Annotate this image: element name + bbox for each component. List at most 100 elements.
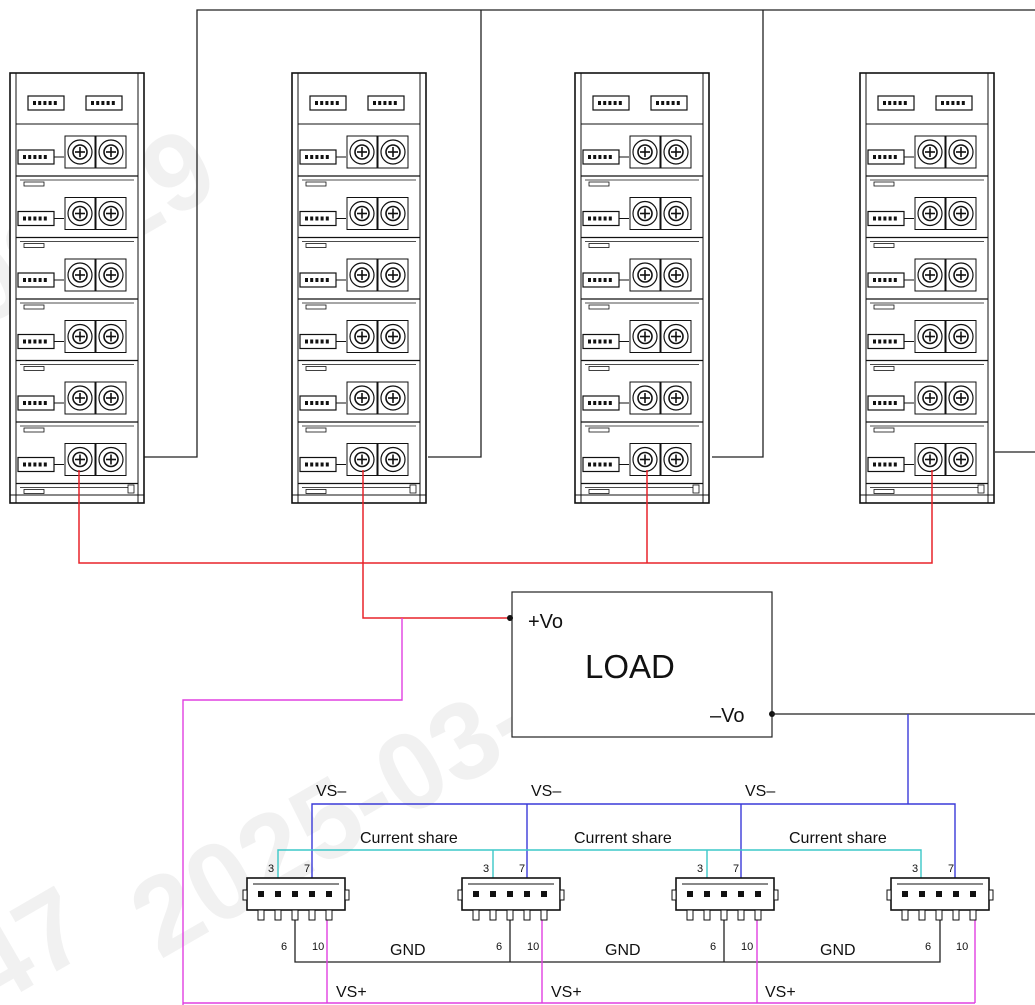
header-pin-icon	[320, 278, 324, 282]
series-wires	[143, 9, 1035, 458]
vent-icon	[873, 427, 895, 433]
header-pin-icon	[106, 101, 110, 105]
header-pin-icon	[310, 401, 314, 405]
module-2	[291, 72, 427, 504]
header-pin-icon	[310, 155, 314, 159]
header-pin-icon	[608, 101, 612, 105]
header-pin-icon	[315, 278, 319, 282]
vent-icon	[873, 243, 895, 248]
header-pin-icon	[373, 101, 376, 105]
pin-10-label: 10	[527, 941, 539, 953]
header-pin-icon	[893, 278, 897, 282]
header-pin-icon	[878, 155, 882, 159]
load-title: LOAD	[585, 648, 675, 685]
header-pin-icon	[888, 155, 892, 159]
connector-pin-icon	[258, 891, 264, 897]
connector-leg-icon	[703, 909, 711, 921]
header-pin-icon	[951, 101, 955, 105]
header-pin-icon	[588, 155, 591, 159]
header-pin-icon	[320, 462, 324, 467]
header-pin-icon	[38, 155, 42, 159]
header-pin-icon	[305, 339, 308, 344]
header-pin-icon	[893, 101, 897, 105]
header-pin-icon	[38, 462, 42, 467]
vo-plus-terminal	[507, 615, 513, 621]
connector-pin-icon	[902, 891, 908, 897]
current-share-label: Current share	[789, 830, 887, 847]
header-pin-icon	[305, 278, 308, 282]
header-pin-icon	[588, 462, 591, 467]
header-pin-icon	[661, 101, 665, 105]
vent-icon	[588, 243, 610, 248]
vent-icon	[305, 489, 327, 494]
header-pin-icon	[888, 339, 892, 344]
pin-10-label: 10	[312, 941, 324, 953]
header-pin-icon	[38, 101, 42, 105]
connector-pin-icon	[970, 891, 976, 897]
header-pin-icon	[320, 339, 324, 344]
header-pin-icon	[23, 462, 26, 467]
header-pin-icon	[96, 101, 100, 105]
header-pin-icon	[23, 216, 26, 221]
latch-icon	[409, 484, 417, 494]
header-pin-icon	[888, 216, 892, 221]
vs-plus-label: VS+	[765, 984, 796, 1001]
header-pin-icon	[941, 101, 944, 105]
header-pin-icon	[593, 339, 597, 344]
vent-icon	[23, 366, 45, 371]
connector-pin-icon	[326, 891, 332, 897]
header-pin-icon	[310, 462, 314, 467]
header-pin-icon	[310, 216, 314, 221]
header-pin-icon	[315, 462, 319, 467]
header-pin-icon	[588, 339, 591, 344]
connector-leg-icon	[325, 909, 333, 921]
connector-leg-icon	[952, 909, 960, 921]
current-share-label: Current share	[360, 830, 458, 847]
connector-leg-icon	[720, 909, 728, 921]
header-pin-icon	[23, 401, 26, 405]
header-pin-icon	[38, 216, 42, 221]
vent-icon	[305, 181, 327, 187]
pin-6-label: 6	[710, 941, 716, 953]
vent-icon	[873, 304, 895, 310]
header-pin-icon	[603, 101, 607, 105]
vent-icon	[23, 243, 45, 248]
header-pin-icon	[325, 216, 329, 221]
header-pin-icon	[23, 278, 26, 282]
header-pin-icon	[33, 155, 37, 159]
connector-pin-icon	[953, 891, 959, 897]
pin-7-label: 7	[948, 863, 954, 875]
header-pin-icon	[43, 216, 47, 221]
connector-leg-icon	[540, 909, 548, 921]
latch-icon	[127, 484, 135, 494]
header-pin-icon	[878, 339, 882, 344]
header-pin-icon	[588, 401, 591, 405]
header-pin-icon	[23, 155, 26, 159]
connector-leg-icon	[737, 909, 745, 921]
ground-bus	[294, 920, 941, 963]
module-3	[574, 72, 710, 504]
vo-plus-label: +Vo	[528, 611, 563, 633]
header-pin-icon	[310, 339, 314, 344]
connector-pin-icon	[275, 891, 281, 897]
pin-7-label: 7	[519, 863, 525, 875]
header-pin-icon	[33, 101, 36, 105]
header-pin-icon	[613, 101, 617, 105]
header-pin-icon	[43, 278, 47, 282]
header-pin-icon	[603, 155, 607, 159]
sense-minus-bus	[311, 714, 956, 878]
connector-pin-icon	[292, 891, 298, 897]
header-pin-icon	[325, 101, 329, 105]
header-pin-icon	[671, 101, 675, 105]
header-pin-icon	[388, 101, 392, 105]
connector-pin-icon	[755, 891, 761, 897]
connector-latch-icon	[671, 889, 677, 901]
pin-6-label: 6	[281, 941, 287, 953]
header-pin-icon	[325, 462, 329, 467]
header-pin-icon	[28, 339, 32, 344]
header-pin-icon	[330, 101, 334, 105]
header-pin-icon	[28, 462, 32, 467]
vo-minus-label: –Vo	[710, 705, 744, 727]
